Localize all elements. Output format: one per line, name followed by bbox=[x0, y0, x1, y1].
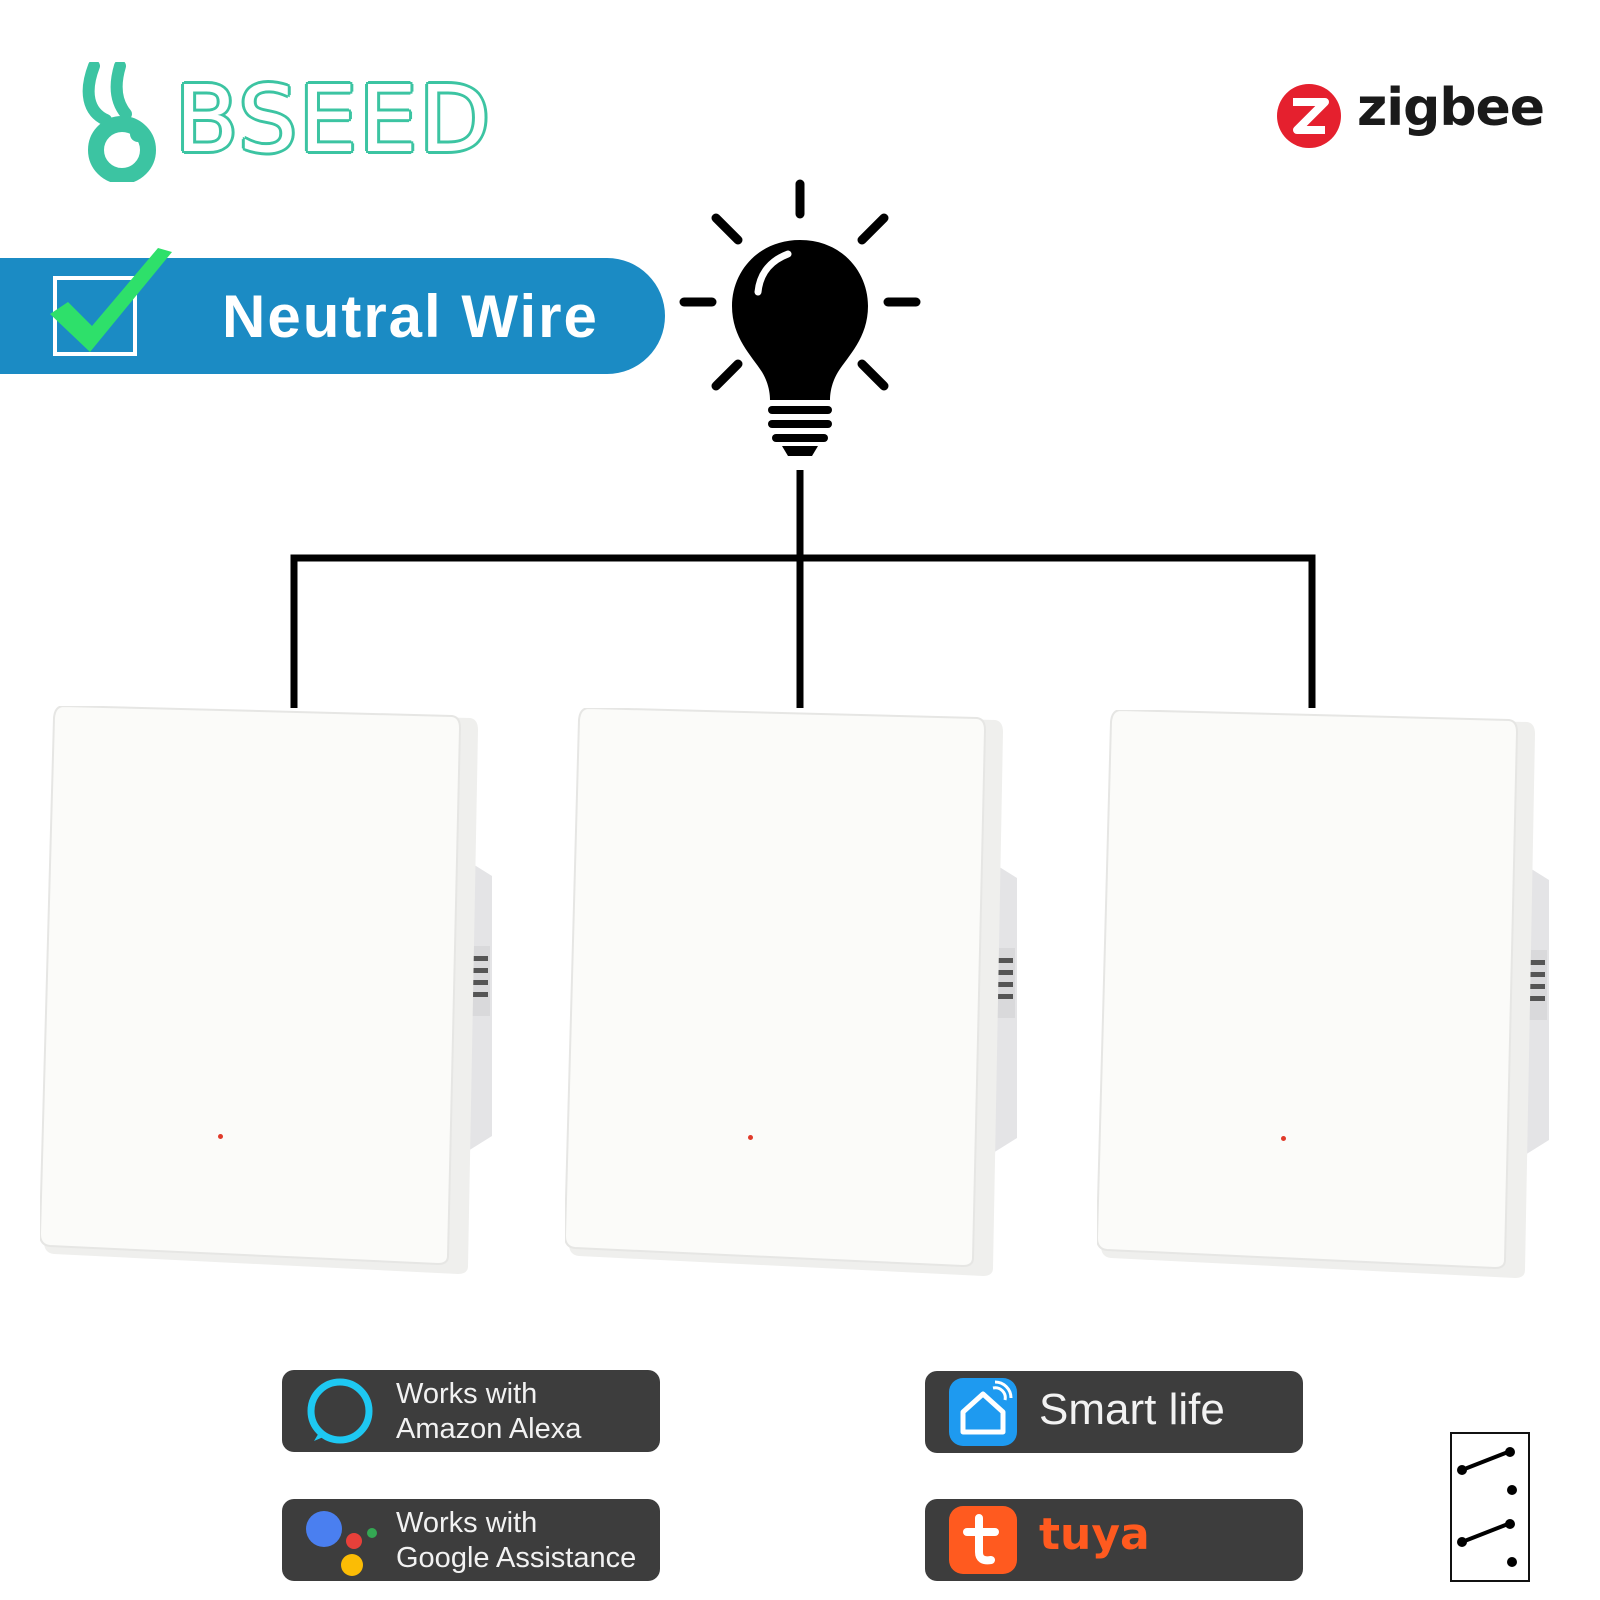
switch-panel-graphic bbox=[1095, 708, 1549, 1278]
zigbee-logo: zigbee bbox=[1275, 72, 1575, 162]
smart-life-badge: Smart life bbox=[925, 1371, 1303, 1453]
zigbee-icon bbox=[1277, 84, 1341, 148]
check-mark-icon bbox=[50, 248, 172, 352]
alexa-badge-line2: Amazon Alexa bbox=[396, 1413, 582, 1445]
alexa-badge-line1: Works with bbox=[396, 1378, 538, 1410]
google-badge-line1: Works with bbox=[396, 1507, 538, 1539]
google-assistant-icon bbox=[306, 1511, 377, 1576]
google-badge-line2: Google Assistance bbox=[396, 1542, 637, 1574]
two-way-switch-symbol bbox=[1450, 1432, 1530, 1582]
two-way-switch-symbol-icon bbox=[1457, 1447, 1517, 1567]
alexa-icon bbox=[307, 1378, 373, 1444]
status-led bbox=[748, 1135, 753, 1140]
google-assistant-badge: Works with Google Assistance bbox=[282, 1499, 660, 1581]
bseed-mark-icon bbox=[82, 62, 156, 182]
neutral-wire-banner: Neutral Wire bbox=[0, 248, 665, 374]
wall-switch-2 bbox=[563, 706, 1035, 1288]
neutral-wire-label: Neutral Wire bbox=[222, 283, 599, 350]
status-led bbox=[1281, 1136, 1286, 1141]
brand-logo: BSEED bbox=[80, 62, 500, 182]
brand-name: BSEED bbox=[175, 66, 492, 173]
wiring-diagram bbox=[290, 179, 1316, 708]
zigbee-wordmark: zigbee bbox=[1357, 78, 1545, 138]
tuya-label: tuya bbox=[1039, 1509, 1150, 1560]
wire-lines bbox=[290, 470, 1316, 708]
smart-life-label: Smart life bbox=[1039, 1385, 1225, 1434]
tuya-icon bbox=[949, 1506, 1017, 1574]
switch-panel-graphic bbox=[38, 704, 492, 1274]
wall-switch-1 bbox=[38, 704, 510, 1286]
status-led bbox=[218, 1134, 223, 1139]
wall-switch-3 bbox=[1095, 708, 1567, 1290]
smart-life-home-icon bbox=[949, 1378, 1017, 1446]
tuya-badge: tuya bbox=[925, 1499, 1303, 1581]
switch-panel-graphic bbox=[563, 706, 1017, 1276]
alexa-badge: Works with Amazon Alexa bbox=[282, 1370, 660, 1452]
light-bulb-icon bbox=[679, 179, 921, 456]
